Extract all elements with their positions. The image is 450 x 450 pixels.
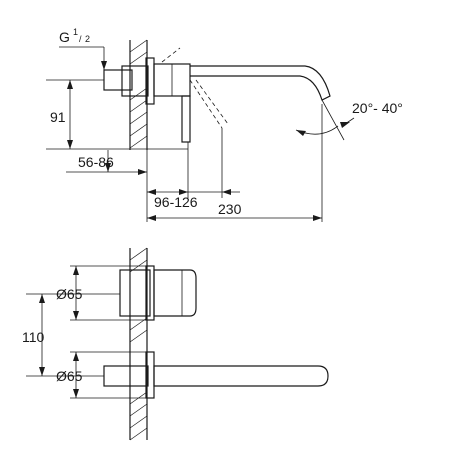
wall-box [121,65,149,97]
dim-96-126-label: 96-126 [154,194,198,210]
lever-swing-3 [195,79,229,125]
thread-fraction-den: 2 [85,34,90,44]
thread-label: G [59,29,70,45]
dia-bottom-label: Ø65 [56,368,83,384]
bottom-view: 110 Ø65 Ø65 [22,247,329,441]
spout-back-box [103,365,149,387]
lever-swing-2 [189,79,223,129]
lever-swing-1 [161,47,181,63]
spout [190,65,331,101]
dim-110-label: 110 [22,329,45,345]
lever-handle [181,95,191,143]
thread-fraction-num: 1 [73,27,78,37]
dim-230-label: 230 [218,201,242,217]
angle-arrow-1 [296,130,306,136]
thread-fraction-sep: / [79,34,82,44]
dim-91-label: 91 [50,109,66,125]
angle-arrow-2 [340,122,350,128]
wall-hatching-bottom [129,247,148,441]
angle-label: 20°- 40° [352,100,403,116]
dia-top-label: Ø65 [56,286,83,302]
thread-stub [103,69,133,91]
mixer-back-box [119,269,151,317]
wall-hatching-top [129,39,148,149]
mixer-handle-body [153,269,197,317]
spout-bottom [153,365,329,387]
dim-56-86-label: 56-86 [78,154,114,170]
side-view: 20°- 40° G 1 / 2 91 56-86 96-126 [46,27,403,222]
